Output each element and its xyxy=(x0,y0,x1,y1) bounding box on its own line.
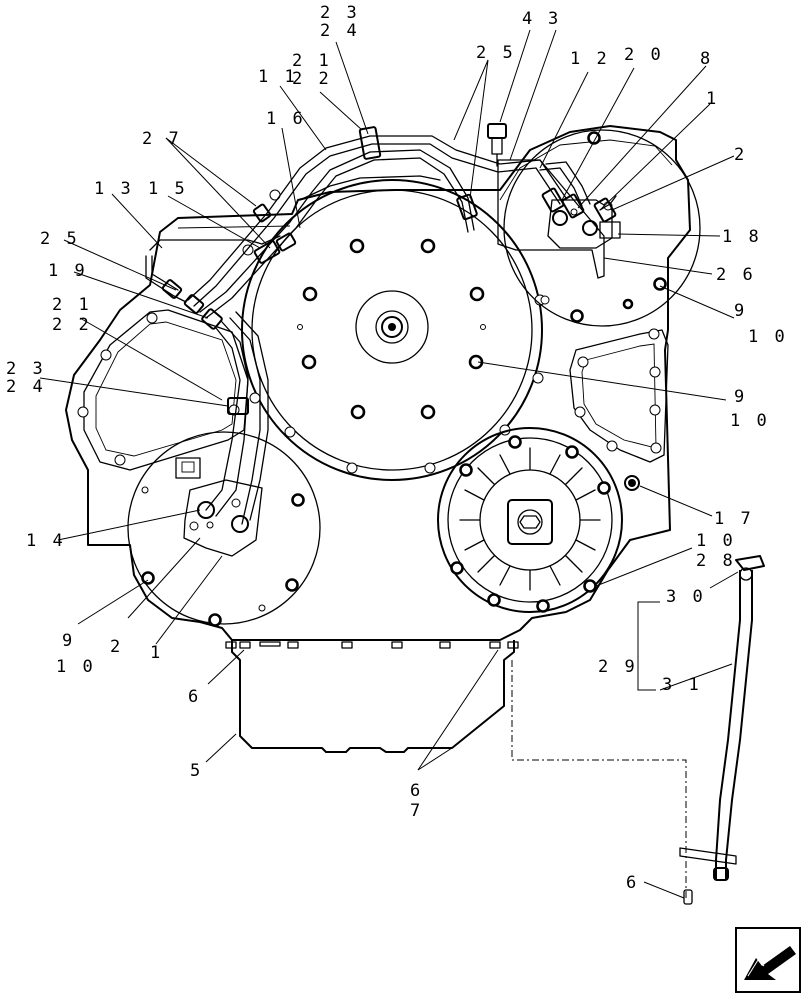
line-fittings xyxy=(161,126,617,415)
callout-bracket-29 xyxy=(637,601,660,691)
lower-left-cover-bolts xyxy=(141,486,305,627)
callout-15: 1 5 xyxy=(148,179,188,199)
callout-25-top: 2 5 xyxy=(476,43,516,63)
callout-29: 2 9 xyxy=(598,657,638,677)
callout-10-upper-right: 1 0 xyxy=(748,327,788,347)
callout-23-top: 2 3 xyxy=(320,3,360,23)
leader-lines xyxy=(39,29,739,899)
callout-10-right: 1 0 xyxy=(730,411,770,431)
callout-9-upper-right: 9 xyxy=(734,301,747,321)
upper-right-cover-bolts xyxy=(540,131,667,323)
breather-cap xyxy=(487,123,507,167)
callout-5: 5 xyxy=(190,761,203,781)
callout-6-dipstick: 6 xyxy=(626,873,639,893)
lower-left-cover xyxy=(127,431,321,625)
callout-1-right: 1 xyxy=(706,89,719,109)
callout-13: 1 3 xyxy=(94,179,134,199)
arrow-icon[interactable] xyxy=(735,927,801,993)
callout-6-bottom: 6 xyxy=(410,781,423,801)
callout-labels: 2 3 2 4 4 3 2 1 1 1 2 2 2 5 1 2 2 0 8 1 … xyxy=(6,3,788,893)
callout-3: 3 xyxy=(548,9,561,29)
callout-14: 1 4 xyxy=(26,531,66,551)
callout-28: 2 8 xyxy=(696,551,736,571)
callout-26: 2 6 xyxy=(716,265,756,285)
right-gasket-plate xyxy=(569,329,669,463)
callout-6-left: 6 xyxy=(188,687,201,707)
callout-21-left: 2 1 xyxy=(52,295,92,315)
dipstick-assembly xyxy=(679,555,765,905)
callout-20: 2 0 xyxy=(624,45,664,65)
callout-17: 1 7 xyxy=(714,509,754,529)
upper-right-cover xyxy=(503,129,701,327)
left-valve-block xyxy=(183,479,263,557)
callout-7: 7 xyxy=(410,801,423,821)
callout-9-lower-left: 9 xyxy=(62,631,75,651)
callout-4: 4 xyxy=(522,9,535,29)
housing-inner-edge xyxy=(177,139,673,229)
clutch-spokes xyxy=(459,447,601,591)
plug xyxy=(624,475,640,491)
callout-16: 1 6 xyxy=(266,109,306,129)
callout-31: 3 1 xyxy=(662,675,702,695)
oil-pan xyxy=(231,640,515,753)
callout-18: 1 8 xyxy=(722,227,762,247)
callout-11: 1 1 xyxy=(258,67,298,87)
callout-27: 2 7 xyxy=(142,129,182,149)
callout-24-top: 2 4 xyxy=(320,21,360,41)
callout-24-left: 2 4 xyxy=(6,377,46,397)
flywheel-bolts xyxy=(297,238,486,420)
clutch-hub xyxy=(507,499,553,545)
callout-2-right: 2 xyxy=(734,145,747,165)
left-gasket-plate xyxy=(83,309,249,471)
callout-1-lower: 1 xyxy=(150,643,163,663)
flywheel-hub xyxy=(355,290,429,364)
callout-10-lower-left: 1 0 xyxy=(56,657,96,677)
callout-12: 1 2 xyxy=(570,49,610,69)
callout-25-left: 2 5 xyxy=(40,229,80,249)
hydraulic-lines xyxy=(145,135,617,525)
callout-21-top: 2 1 xyxy=(292,51,332,71)
callout-19: 1 9 xyxy=(48,261,88,281)
callout-10-lower-right: 1 0 xyxy=(696,531,736,551)
callout-30: 3 0 xyxy=(666,587,706,607)
callout-8: 8 xyxy=(700,49,713,69)
callout-22-left: 2 2 xyxy=(52,315,92,335)
mounting-bracket xyxy=(497,159,605,279)
callout-23-left: 2 3 xyxy=(6,359,46,379)
callout-9-right: 9 xyxy=(734,387,747,407)
callout-2-lower: 2 xyxy=(110,637,123,657)
lower-right-clutch-housing xyxy=(437,427,623,613)
housing-perimeter-bolts xyxy=(77,189,662,474)
oil-pan-bolts xyxy=(225,641,519,649)
callout-22-top: 2 2 xyxy=(292,69,332,89)
housing-outline xyxy=(65,125,691,641)
clutch-bolts xyxy=(450,435,611,613)
flywheel-housing xyxy=(241,179,543,481)
dipstick-centerline xyxy=(511,660,687,900)
